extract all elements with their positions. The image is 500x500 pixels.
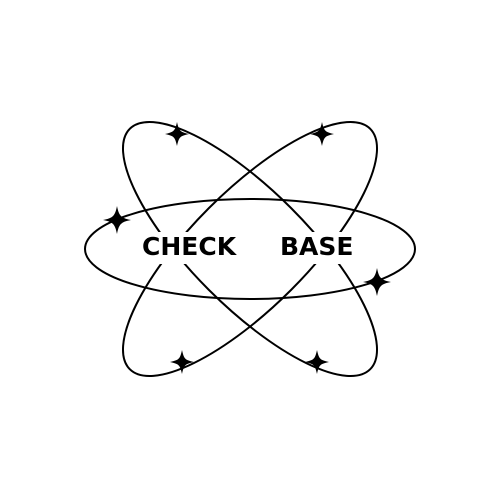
four-point-star-icon — [103, 206, 131, 234]
four-point-star-icon — [170, 350, 194, 374]
brand-word-check: CHECK — [142, 232, 237, 261]
text-backdrop-base — [277, 232, 361, 264]
text-backdrop-check — [140, 232, 252, 264]
orbit-tilted-left — [121, 120, 379, 378]
four-point-star-icon — [305, 350, 329, 374]
orbit-tilted-right — [121, 120, 379, 378]
four-point-star-icon — [165, 122, 189, 146]
four-point-star-icon — [310, 122, 334, 146]
brand-word-base: BASE — [280, 232, 354, 261]
four-point-star-icon — [363, 268, 391, 296]
horizontal-orbit — [84, 198, 416, 300]
